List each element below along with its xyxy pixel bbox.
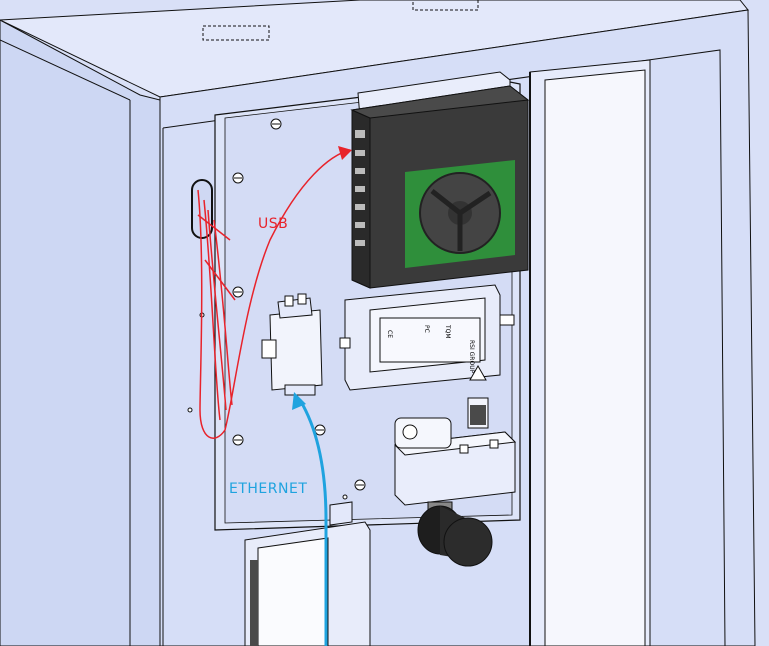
- module-label-group: RSI GROUP: [468, 340, 475, 374]
- pc-module: TQM PC RSI GROUP CE: [339, 284, 515, 391]
- ethernet-adapter: [261, 293, 323, 396]
- usb-label: USB: [258, 216, 288, 232]
- pc-ports: [355, 130, 365, 246]
- arrow-head-icon: [338, 146, 352, 160]
- terminal-box: [393, 417, 517, 506]
- cylinder-motor-icon: [417, 501, 493, 567]
- cabinet-roof: [0, 0, 749, 98]
- mini-pc: [350, 85, 530, 289]
- screw-icon: [232, 434, 244, 446]
- roof-vent: [202, 25, 270, 41]
- screw-icon: [314, 424, 326, 436]
- lower-bracket: [329, 501, 353, 526]
- screw-icon: [270, 118, 282, 130]
- connector-icon: [284, 293, 307, 307]
- module-label-pc: PC: [423, 325, 430, 333]
- module-label-ce: CE: [386, 330, 393, 338]
- screw-icon: [232, 286, 244, 298]
- fan-icon: [405, 160, 515, 268]
- screw-icon: [354, 479, 366, 491]
- ethernet-label: ETHERNET: [229, 481, 307, 497]
- roof-vent: [412, 0, 479, 11]
- arrow-head-icon: [292, 392, 306, 410]
- cable-slot: [191, 179, 213, 239]
- usb-cable: [197, 149, 351, 439]
- connector-icon: [467, 397, 489, 429]
- module-label-tqm: TQM: [444, 324, 451, 339]
- ethernet-cable: [298, 399, 328, 646]
- lower-unit: [244, 521, 371, 646]
- cabinet-left-face: [0, 19, 161, 646]
- screw-icon: [232, 172, 244, 184]
